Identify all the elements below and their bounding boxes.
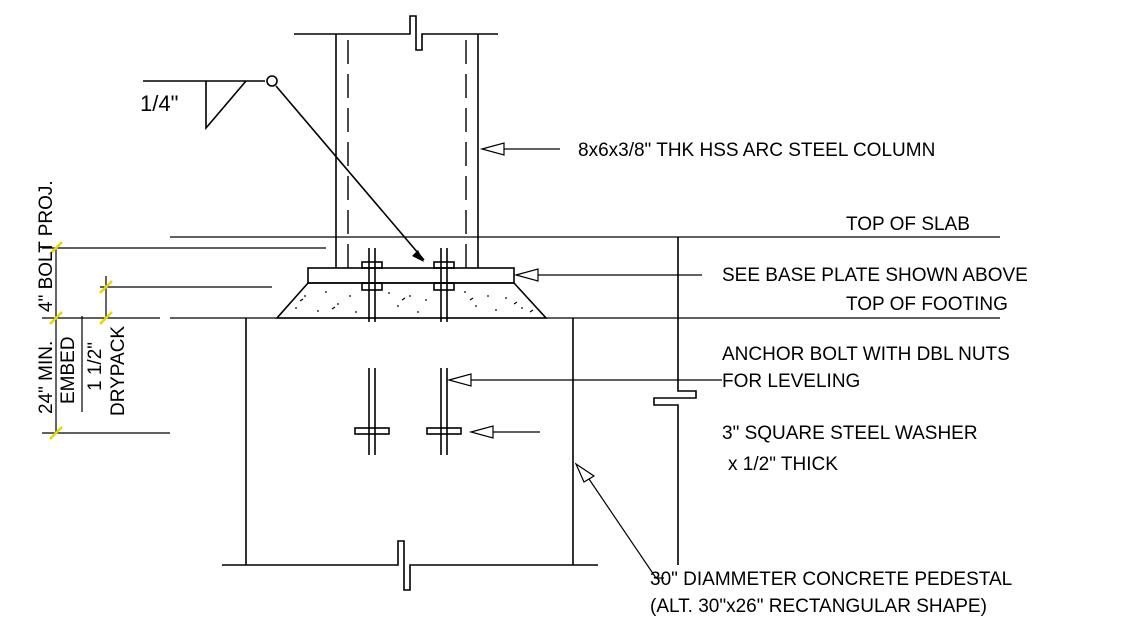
base-plate-label: SEE BASE PLATE SHOWN ABOVE	[722, 265, 1028, 286]
drypack-grout	[275, 282, 548, 319]
column-label: 8x6x3/8" THK HSS ARC STEEL COLUMN	[578, 140, 935, 161]
pedestal-label-line2: (ALT. 30"x26" RECTANGULAR SHAPE)	[650, 596, 987, 617]
square-washer-left	[354, 427, 390, 435]
concrete-pedestal	[222, 318, 598, 591]
hss-steel-column	[294, 15, 498, 268]
embed-dimension-line1: 24" MIN.	[36, 341, 57, 414]
pedestal-break-line	[222, 540, 598, 591]
dimension-lines	[42, 241, 326, 440]
weld-symbol: 1/4"	[140, 75, 425, 262]
pedestal-callout: 30" DIAMMETER CONCRETE PEDESTAL (ALT. 30…	[574, 462, 1012, 617]
top-of-slab-line: TOP OF SLAB	[170, 214, 1000, 238]
square-washer-right	[426, 427, 462, 435]
grout-stipple	[295, 291, 534, 313]
embed-dimension-line2: EMBED	[58, 336, 79, 404]
top-of-footing-line: TOP OF FOOTING	[170, 294, 1008, 319]
bolt-projection-dimension: 4" BOLT PROJ.	[36, 180, 57, 312]
base-plate-callout: SEE BASE PLATE SHOWN ABOVE	[513, 265, 1028, 286]
column-break-line	[294, 15, 498, 51]
washer-label-line2: x 1/2" THICK	[728, 454, 838, 475]
base-plate	[307, 267, 515, 284]
anchor-bolt-label-line2: FOR LEVELING	[722, 371, 860, 392]
anchor-bolt-label-line1: ANCHOR BOLT WITH DBL NUTS	[722, 344, 1010, 365]
anchor-bolt-left	[354, 248, 390, 455]
anchor-bolt-right	[426, 248, 462, 455]
drypack-dimension-line2: DRYPACK	[108, 326, 129, 416]
pedestal-label-line1: 30" DIAMMETER CONCRETE PEDESTAL	[650, 569, 1012, 590]
top-of-slab-label: TOP OF SLAB	[846, 214, 970, 235]
top-of-footing-label: TOP OF FOOTING	[846, 294, 1008, 315]
drypack-dimension-line1: 1 1/2"	[85, 342, 106, 391]
weld-all-around-icon	[266, 75, 278, 87]
slab-break-line	[653, 237, 697, 565]
washer-callout: 3" SQUARE STEEL WASHER x 1/2" THICK	[468, 423, 978, 475]
weld-size-label: 1/4"	[140, 91, 178, 116]
column-callout: 8x6x3/8" THK HSS ARC STEEL COLUMN	[479, 140, 935, 161]
washer-label-line1: 3" SQUARE STEEL WASHER	[722, 423, 978, 444]
anchor-bolt-callout: ANCHOR BOLT WITH DBL NUTS FOR LEVELING	[446, 344, 1010, 392]
